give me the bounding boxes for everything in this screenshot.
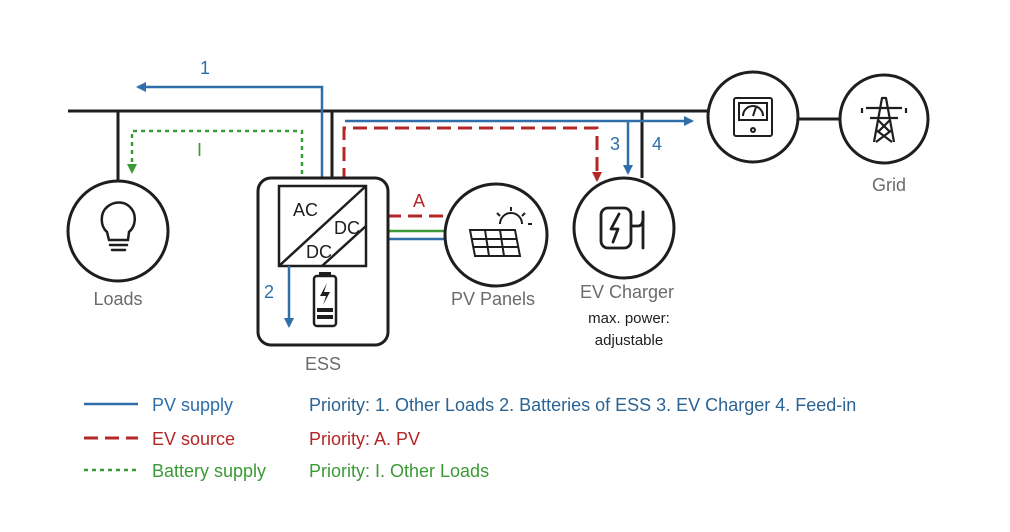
flow-i-battery-line <box>127 129 304 190</box>
flow-3-label: 3 <box>610 134 620 154</box>
legend-ev-label: EV source <box>152 429 235 449</box>
grid-label: Grid <box>872 175 906 195</box>
flow-i-label: I <box>197 140 202 160</box>
ess-ac-label: AC <box>293 200 318 220</box>
loads-label: Loads <box>93 289 142 309</box>
ev-charger-note-line1: max. power: <box>588 310 670 327</box>
battery-icon <box>312 272 338 328</box>
flow-2-label: 2 <box>264 282 274 302</box>
ess-label: ESS <box>305 354 341 374</box>
flow-a-label: A <box>413 191 425 211</box>
ess-node <box>256 176 390 347</box>
ev-charger-note-line2: adjustable <box>595 332 663 349</box>
grid-node <box>838 73 930 165</box>
meter-node <box>706 70 800 164</box>
flow-4-label: 4 <box>652 134 662 154</box>
legend-bat-priority: Priority: I. Other Loads <box>309 461 489 481</box>
legend-bat-label: Battery supply <box>152 461 266 481</box>
ess-dc-right-label: DC <box>334 218 360 238</box>
legend-ev-priority: Priority: A. PV <box>309 429 420 449</box>
ev-charger-label: EV Charger <box>580 282 674 302</box>
light-bulb-icon <box>100 201 136 252</box>
ev-plug-icon <box>599 206 645 250</box>
solar-panel-icon <box>468 207 532 257</box>
ev-charger-node <box>572 176 676 280</box>
transmission-tower-icon <box>860 96 908 143</box>
flow-1-label: 1 <box>200 58 210 78</box>
loads-node <box>66 179 170 283</box>
flow-a-ev-line <box>342 126 602 182</box>
pv-panels-node <box>443 182 549 288</box>
meter-icon <box>733 97 773 137</box>
ess-dc-bottom-label: DC <box>306 242 332 262</box>
legend-pv-label: PV supply <box>152 395 233 415</box>
legend-pv-priority: Priority: 1. Other Loads 2. Batteries of… <box>309 395 856 415</box>
legend: PV supply Priority: 1. Other Loads 2. Ba… <box>84 395 856 481</box>
pv-panels-label: PV Panels <box>451 289 535 309</box>
flow-1-pv-line <box>136 82 324 178</box>
